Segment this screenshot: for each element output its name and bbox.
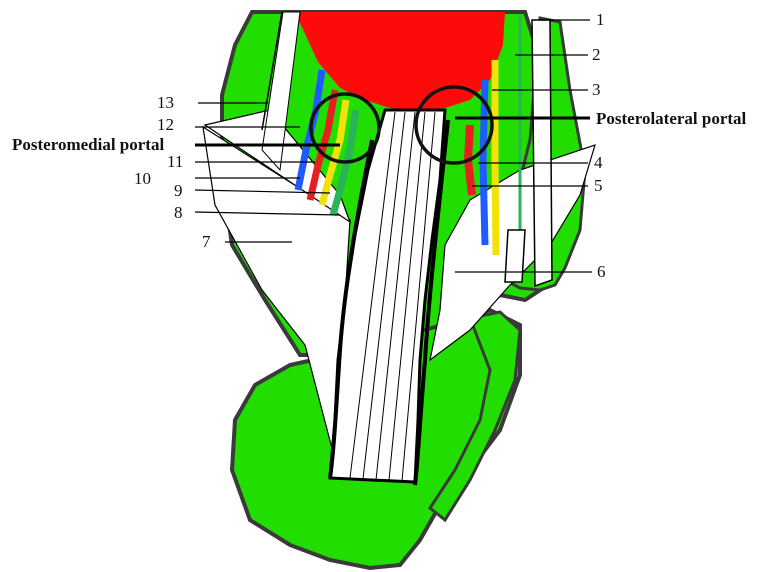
label-posteromedial-portal: Posteromedial portal (12, 135, 164, 154)
label-12: 12 (157, 115, 174, 134)
lateral-nerve (495, 60, 496, 255)
label-9: 9 (174, 181, 183, 200)
label-4: 4 (594, 153, 603, 172)
label-13: 13 (157, 93, 174, 112)
label-10: 10 (134, 169, 151, 188)
label-3: 3 (592, 80, 601, 99)
label-6: 6 (597, 262, 606, 281)
lateral-tendon-strip (532, 20, 552, 286)
label-7: 7 (202, 232, 211, 251)
lateral-tendon-strip (505, 230, 525, 282)
label-11: 11 (167, 152, 183, 171)
label-2: 2 (592, 45, 601, 64)
label-5: 5 (594, 176, 603, 195)
label-1: 1 (596, 10, 605, 29)
label-8: 8 (174, 203, 183, 222)
label-posterolateral-portal: Posterolateral portal (596, 109, 747, 128)
